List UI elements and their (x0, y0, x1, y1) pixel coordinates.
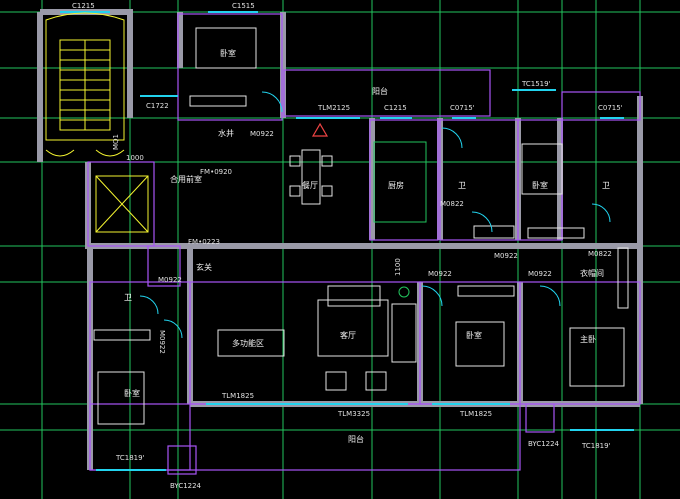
tag-m0922-e: M0922 (528, 270, 552, 278)
tag-m0822-b: M0822 (588, 250, 612, 258)
tag-tc1519: TC1519' (521, 80, 551, 88)
tag-tlm1825-a: TLM1825 (221, 392, 254, 400)
tag-m0922-a: M0922 (250, 130, 274, 138)
room-label-balcony-bottom: 阳台 (348, 434, 364, 444)
room-label-water-well: 水井 (218, 128, 234, 138)
room-label-entry: 玄关 (196, 262, 212, 272)
tag-mq: MQ1 (112, 134, 120, 150)
origin-marker (311, 122, 410, 298)
tag-tlm3325: TLM3325 (337, 410, 370, 418)
sofa-set (217, 285, 417, 391)
room-label-living: 客厅 (340, 330, 356, 340)
tag-c1215-b: C1215 (384, 104, 407, 112)
room-label-bath-right: 卫 (602, 181, 610, 190)
room-label-master: 主卧 (580, 334, 596, 344)
tag-c1722: C1722 (146, 102, 169, 110)
tag-c1215-a: C1215 (72, 2, 95, 10)
room-label-bedroom-top: 卧室 (220, 48, 236, 58)
room-label-dining: 餐厅 (302, 181, 318, 190)
room-label-bedroom-left: 卧室 (124, 388, 140, 398)
windows (60, 11, 634, 471)
room-label-bath-mid: 卫 (458, 181, 466, 190)
room-label-closet: 衣帽间 (580, 268, 604, 278)
tag-fm-b: FM•0223 (188, 238, 220, 246)
tag-c0715-a: C0715' (450, 104, 475, 112)
wardrobes (93, 95, 629, 341)
room-label-kitchen: 厨房 (388, 180, 404, 190)
kitchen-counter (373, 141, 427, 223)
room-labels: 卧室 阳台 水井 餐厅 厨房 卫 卧室 卫 合用前室 玄关 卫 多功能区 客厅 … (124, 48, 610, 444)
room-label-multi: 多功能区 (232, 338, 264, 348)
elevator-shaft (95, 175, 149, 233)
room-label-bedroom-right: 卧室 (532, 180, 548, 190)
tag-tlm1825-b: TLM1825 (459, 410, 492, 418)
tag-tc1819-a: TC1819' (115, 454, 145, 462)
room-label-bedroom-mid: 卧室 (466, 330, 482, 340)
beds (97, 27, 625, 425)
opening-tags: C1215 C1515 C1722 TLM2125 C1215 C0715' T… (72, 2, 623, 490)
tag-c1515: C1515 (232, 2, 255, 10)
tag-m0922-f: M0922 (158, 330, 166, 354)
tag-m0922-d: M0922 (428, 270, 452, 278)
tag-byc1224-a: BYC1224 (528, 440, 560, 448)
room-label-bath-left: 卫 (124, 293, 132, 302)
tag-tc1819-b: TC1819' (581, 442, 611, 450)
tag-m0922-c: M0922 (158, 276, 182, 284)
tag-m0822-a: M0822 (440, 200, 464, 208)
tag-byc1224-b: BYC1224 (170, 482, 202, 490)
tag-c0715-b: C0715' (598, 104, 623, 112)
tag-fm-a: FM•0920 (200, 168, 232, 176)
dining-table (289, 149, 333, 205)
tag-dim-1000: 1000 (126, 154, 144, 162)
room-label-shared-front: 合用前室 (170, 174, 202, 184)
tag-m0922-b: M0922 (494, 252, 518, 260)
door-swings (139, 91, 611, 339)
tag-tlm2125: TLM2125 (317, 104, 350, 112)
stairwell (45, 12, 125, 157)
tag-dim-1100: 1100 (394, 258, 402, 276)
room-label-balcony-top: 阳台 (372, 86, 388, 96)
